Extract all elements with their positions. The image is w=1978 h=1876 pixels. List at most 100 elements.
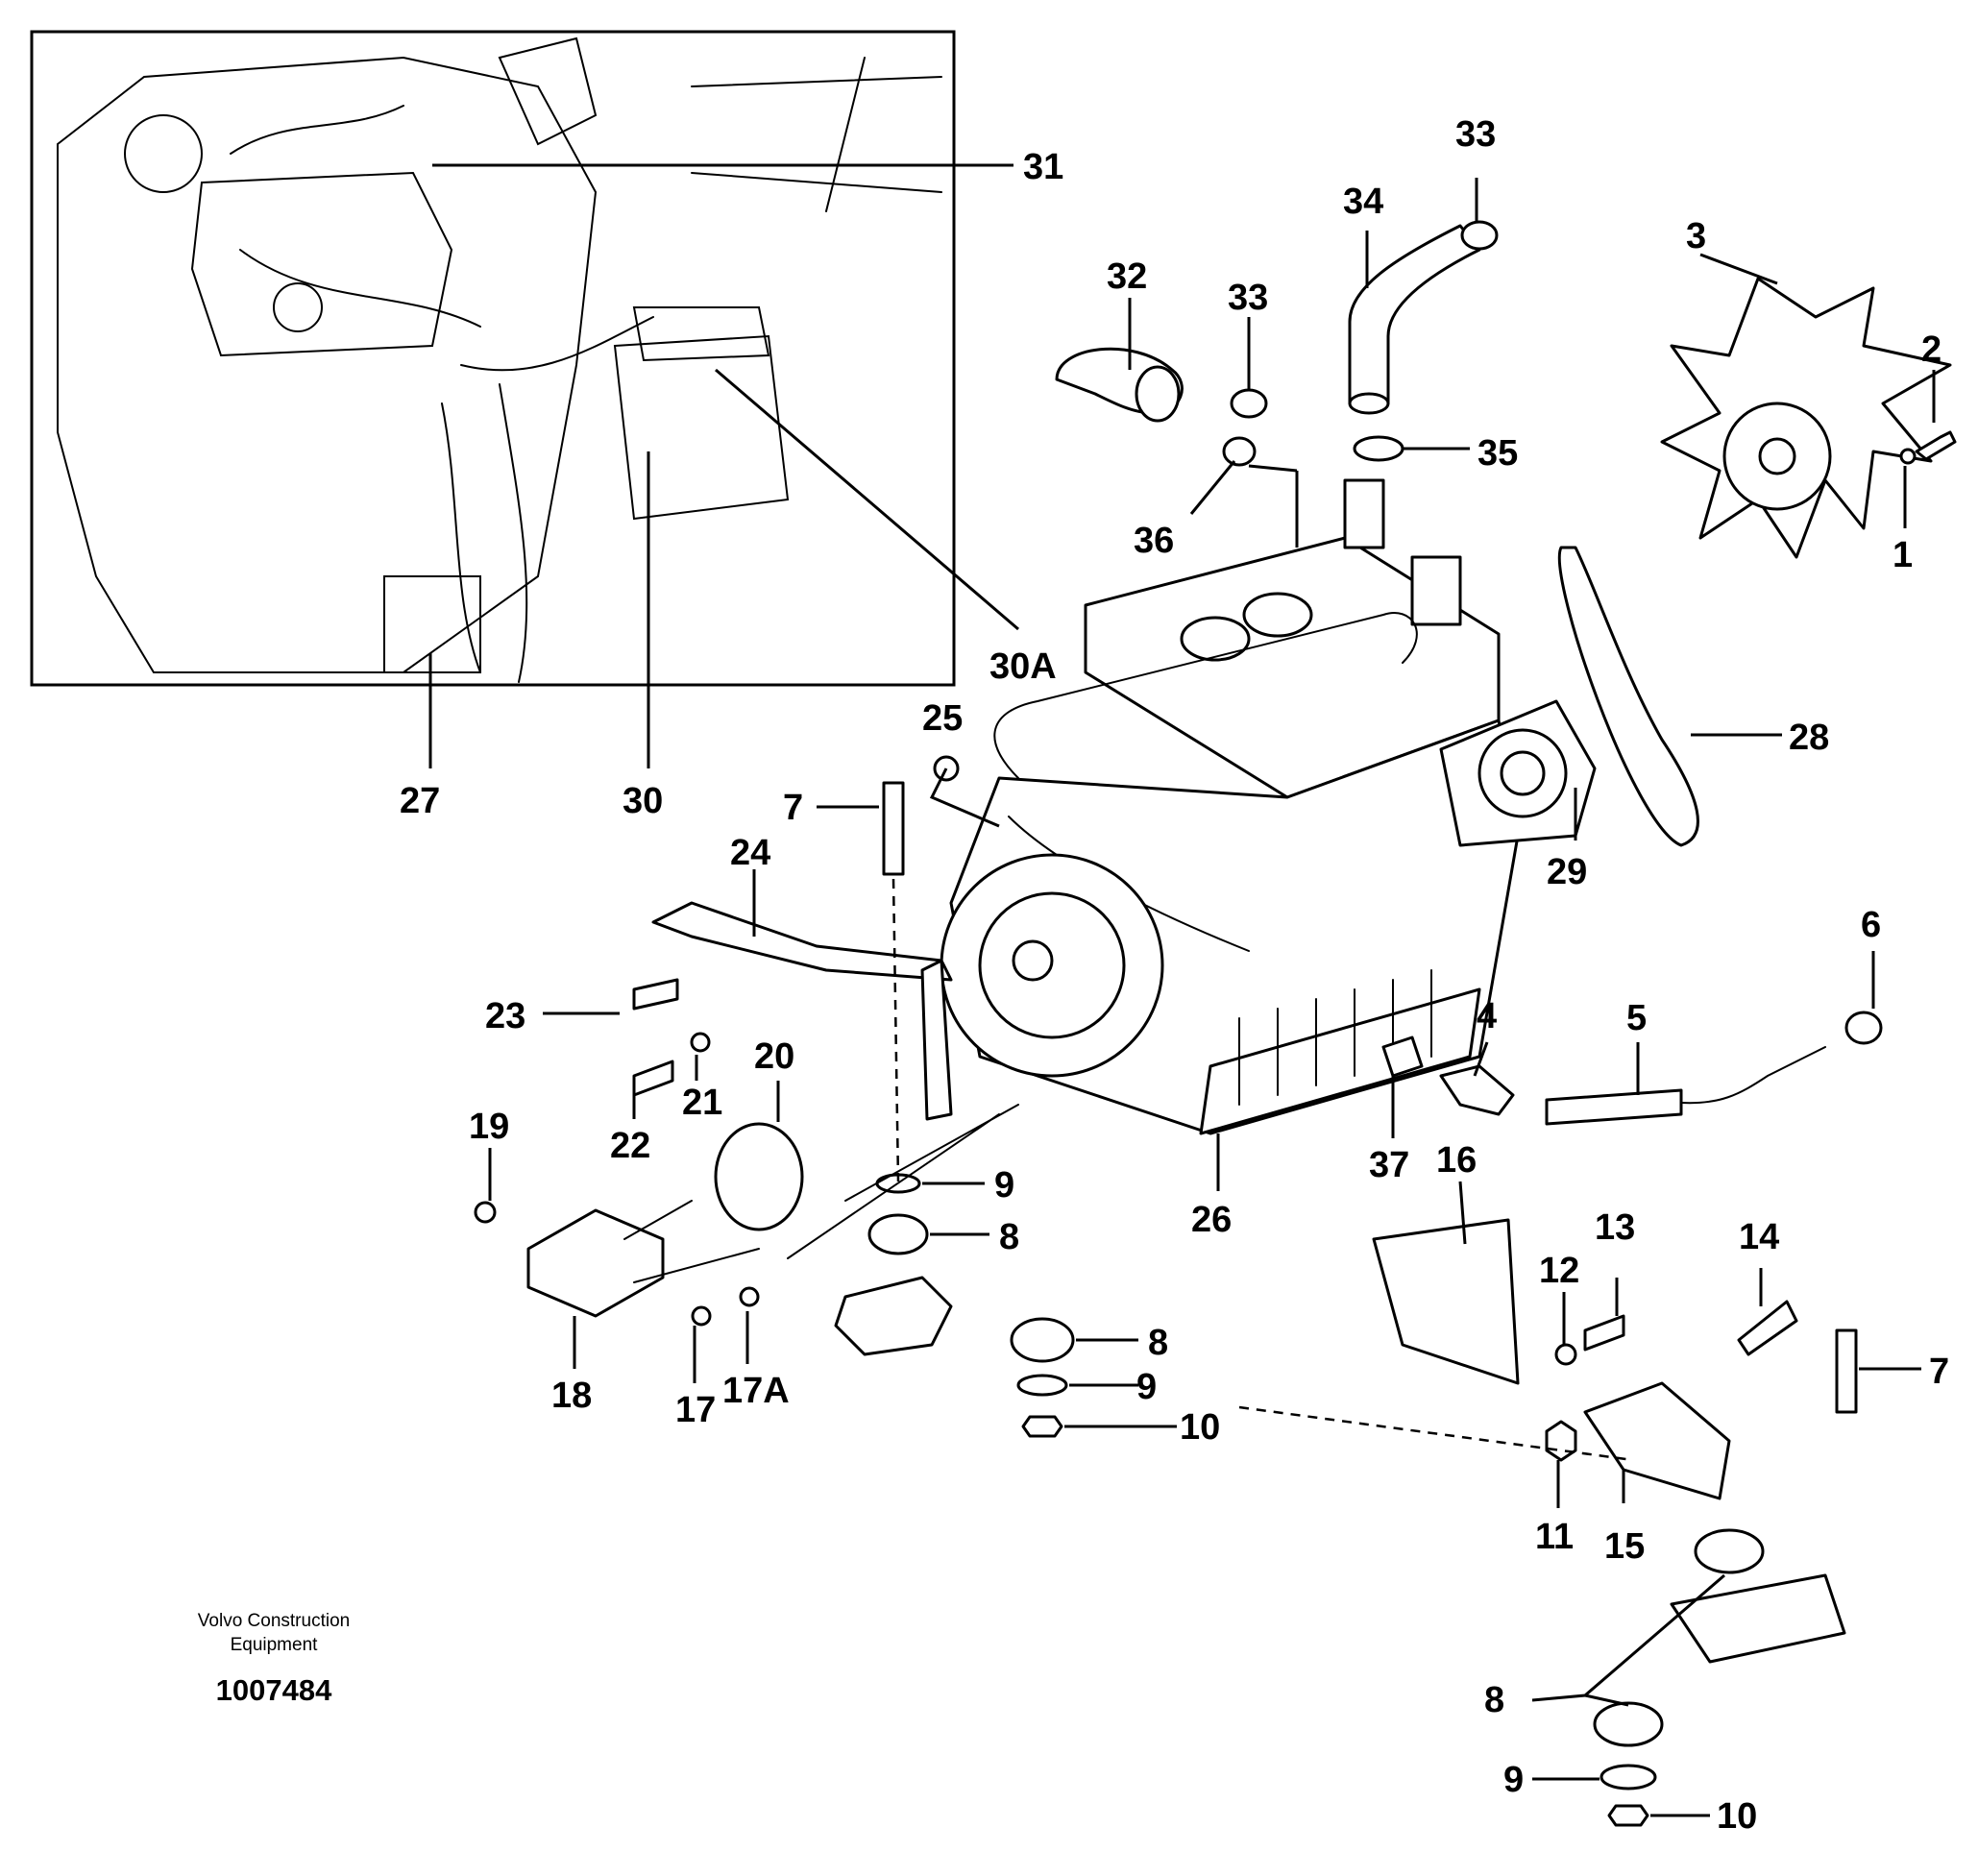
- callout-9-front-lower: 9: [1136, 1367, 1157, 1407]
- inset-fitting: [273, 282, 323, 332]
- bolt-23: [632, 978, 679, 1011]
- detail-inset: [30, 30, 956, 687]
- elbow-fitting-4: [1439, 1064, 1515, 1116]
- bracket-16: [1372, 1218, 1520, 1385]
- thermostat-housing: [1410, 555, 1462, 626]
- sump-ribs: [1238, 969, 1432, 1106]
- callout-10-rear: 10: [1717, 1796, 1757, 1837]
- callout-15: 15: [1604, 1526, 1645, 1567]
- bolt-17: [691, 1305, 712, 1327]
- callout-8-rear: 8: [1484, 1680, 1504, 1720]
- callout-10-front: 10: [1180, 1407, 1220, 1448]
- rubber-mount-8-front-lower: [1010, 1317, 1075, 1363]
- dashed-axis-rear: [1238, 1405, 1634, 1462]
- callout-36: 36: [1134, 521, 1174, 561]
- callout-9-rear: 9: [1503, 1760, 1524, 1800]
- callout-30a: 30A: [989, 646, 1057, 687]
- leader-lines: [488, 178, 1936, 1817]
- callout-28: 28: [1789, 718, 1829, 758]
- fan-center: [1758, 437, 1796, 475]
- brand-line-1: Volvo Construction: [198, 1611, 350, 1631]
- callout-8-front-lower: 8: [1148, 1323, 1168, 1363]
- callout-13: 13: [1595, 1207, 1635, 1248]
- bolt-7-rear: [1835, 1328, 1858, 1414]
- hose-clamp-33-mid: [1230, 388, 1268, 419]
- callout-25: 25: [922, 698, 963, 739]
- callout-14: 14: [1739, 1217, 1779, 1257]
- valve-cover-port-1: [1180, 616, 1251, 662]
- rubber-mount-8-rear-lower: [1593, 1701, 1664, 1747]
- callout-33-mid: 33: [1228, 278, 1268, 318]
- callout-19: 19: [469, 1107, 509, 1147]
- hoses-group: [1055, 220, 1499, 467]
- fan-group: [1660, 277, 1957, 559]
- frame-bracket-rear: [1670, 1573, 1846, 1664]
- callout-7-front: 7: [783, 788, 803, 828]
- inset-oil-filter: [383, 575, 481, 673]
- callout-9-front: 9: [994, 1165, 1014, 1206]
- inset-pulley: [124, 114, 203, 193]
- callout-29: 29: [1547, 852, 1587, 892]
- inset-frame: [30, 30, 956, 687]
- nut-10-rear: [1607, 1804, 1649, 1827]
- washer-17a: [739, 1286, 760, 1307]
- bolt-2: [1915, 430, 1957, 461]
- nut-10-front: [1021, 1415, 1063, 1438]
- inset-solenoid: [632, 306, 770, 362]
- callout-21: 21: [682, 1083, 722, 1123]
- leader-3: [1699, 253, 1778, 285]
- plug-6: [1844, 1011, 1883, 1045]
- assembly-lines: [623, 1104, 1019, 1283]
- leader-25: [929, 767, 1000, 828]
- hose-clamp-33-top: [1460, 220, 1499, 251]
- washer-1: [1899, 448, 1917, 465]
- callout-35: 35: [1477, 433, 1518, 474]
- hose-clamp-35: [1353, 435, 1404, 462]
- brand-line-2: Equipment: [231, 1635, 319, 1655]
- leader-16: [1458, 1181, 1467, 1245]
- leader-8-rear-lower: [1584, 1693, 1629, 1707]
- hose-34-end: [1348, 392, 1390, 415]
- fittings-group: [1381, 1011, 1883, 1126]
- valve-cover-port-2: [1242, 592, 1313, 638]
- inset-filter-cap: [498, 37, 598, 146]
- coolant-outlet-pipe: [1343, 478, 1385, 549]
- rubber-mount-8-front-upper: [867, 1213, 929, 1255]
- document-number: 1007484: [216, 1673, 332, 1707]
- bolt-22: [632, 1060, 674, 1097]
- leader-30a: [715, 368, 1019, 631]
- callout-33-top: 33: [1455, 114, 1496, 155]
- sensor-5-wire: [1680, 1046, 1826, 1105]
- joint-yoke-18: [526, 1208, 665, 1318]
- sensor-5: [1545, 1088, 1683, 1126]
- bracket-24-leg: [920, 959, 953, 1121]
- rubber-mount-8-rear-upper: [1694, 1528, 1765, 1574]
- washer-21: [690, 1032, 711, 1053]
- leader-4: [1473, 1041, 1489, 1077]
- frame-bracket-front: [834, 1276, 953, 1356]
- inset-wiring: [230, 105, 654, 683]
- footer: Volvo Construction Equipment 1007484: [198, 1611, 350, 1707]
- callout-17: 17: [675, 1390, 716, 1430]
- callout-26: 26: [1191, 1200, 1232, 1240]
- callout-23: 23: [485, 996, 525, 1036]
- inset-engine-block: [57, 56, 598, 673]
- callout-20: 20: [754, 1036, 794, 1077]
- inset-starter-body: [613, 334, 790, 521]
- callout-17a: 17A: [722, 1371, 790, 1411]
- leader-36: [1189, 460, 1236, 515]
- callout-1: 1: [1893, 535, 1913, 575]
- callout-30: 30: [623, 781, 663, 821]
- callout-22: 22: [610, 1126, 650, 1166]
- hose-clamp-36: [1222, 436, 1257, 467]
- callout-8-front-upper: 8: [999, 1217, 1019, 1257]
- alternator-pulley-hub: [1500, 750, 1546, 796]
- bolt-13: [1583, 1314, 1625, 1352]
- hose-32-end: [1135, 365, 1181, 423]
- washer-9-rear: [1599, 1764, 1657, 1791]
- callout-4: 4: [1477, 996, 1497, 1036]
- front-mount-group: [474, 755, 1075, 1438]
- inset-injection-pump: [190, 171, 453, 357]
- washer-9-front-lower: [1016, 1374, 1068, 1397]
